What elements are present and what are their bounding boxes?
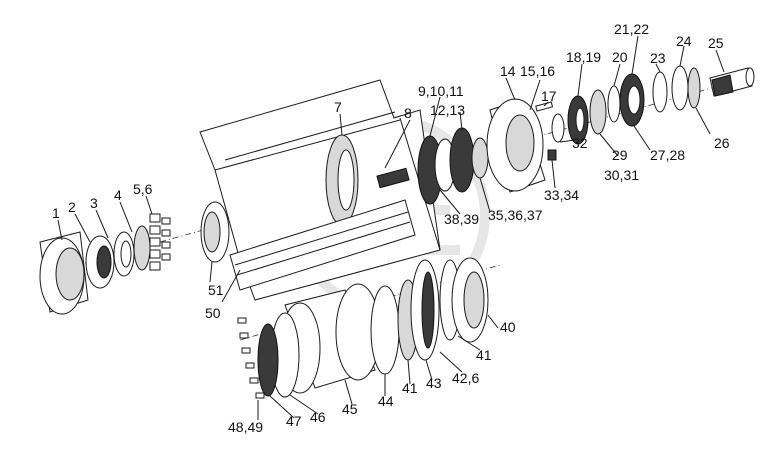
callout-14: 14 <box>500 63 516 79</box>
callout-30-31: 30,31 <box>604 167 640 183</box>
callout-43: 43 <box>426 375 442 391</box>
callout-33-34: 33,34 <box>544 187 580 203</box>
callout-9-10-11: 9,10,11 <box>418 83 464 99</box>
part-1-end-flange <box>39 231 89 315</box>
part-48-49-bolts <box>237 317 265 399</box>
callout-4: 4 <box>114 187 122 203</box>
part-40-end-plate <box>451 257 489 343</box>
callout-2: 2 <box>68 199 76 215</box>
part-2-ring <box>85 235 115 289</box>
callout-32: 32 <box>572 135 588 151</box>
callout-45: 45 <box>342 401 358 417</box>
callout-51: 51 <box>208 282 224 298</box>
part-7-disk <box>325 134 359 226</box>
callout-3: 3 <box>90 195 98 211</box>
callout-12-13: 12,13 <box>430 102 466 118</box>
part-47-ring <box>257 323 279 397</box>
part-50-drum <box>229 199 416 291</box>
callout-48-49: 48,49 <box>228 419 264 435</box>
part-32-washer <box>551 113 565 143</box>
part-4-seal <box>133 225 151 271</box>
callout-47: 47 <box>286 413 302 429</box>
callout-1: 1 <box>52 205 60 221</box>
part-3-ring <box>113 231 135 277</box>
part-44-ring <box>370 285 400 375</box>
callout-40: 40 <box>500 319 516 335</box>
part-26-seal <box>687 67 701 109</box>
callout-25: 25 <box>708 35 724 51</box>
callout-41-right: 41 <box>476 347 492 363</box>
callout-8: 8 <box>404 105 412 121</box>
callout-46: 46 <box>310 409 326 425</box>
callout-50: 50 <box>205 305 221 321</box>
part-21-22-gear <box>619 73 645 127</box>
part-14-gearbox-housing <box>486 98 546 193</box>
part-17-pin <box>535 101 554 112</box>
callout-35-36-37: 35,36,37 <box>488 207 543 223</box>
callout-23: 23 <box>650 50 666 66</box>
callout-38-39: 38,39 <box>444 211 480 227</box>
callout-17: 17 <box>541 88 557 104</box>
callout-18-19: 18,19 <box>566 49 602 65</box>
callout-26: 26 <box>714 135 730 151</box>
callout-5-6: 5,6 <box>133 181 153 197</box>
part-25-input-shaft <box>709 67 755 97</box>
callout-15-16: 15,16 <box>520 63 556 79</box>
callout-20: 20 <box>612 49 628 65</box>
part-20-ring <box>607 85 621 123</box>
callout-21-22: 21,22 <box>614 21 650 37</box>
leader-lines <box>57 35 725 420</box>
part-29-bearing <box>567 95 589 145</box>
part-24-ring <box>671 65 689 111</box>
callout-7: 7 <box>334 99 342 115</box>
part-9-13-gear-set <box>417 127 489 205</box>
callout-41-left: 41 <box>402 380 418 396</box>
part-33-34-plug <box>547 149 557 161</box>
part-23-ring <box>652 71 668 113</box>
part-51-bearing-cover <box>200 201 230 263</box>
callout-29: 29 <box>612 147 628 163</box>
part-5-6-bolts <box>149 213 171 271</box>
callout-24: 24 <box>676 33 692 49</box>
part-8-spline-shaft <box>376 167 410 189</box>
part-30-31-ring <box>589 89 607 135</box>
callout-44: 44 <box>378 393 394 409</box>
part-43-42-6-gear-ring <box>410 259 440 361</box>
callout-42-6: 42,6 <box>452 370 480 386</box>
callout-27-28: 27,28 <box>650 147 686 163</box>
